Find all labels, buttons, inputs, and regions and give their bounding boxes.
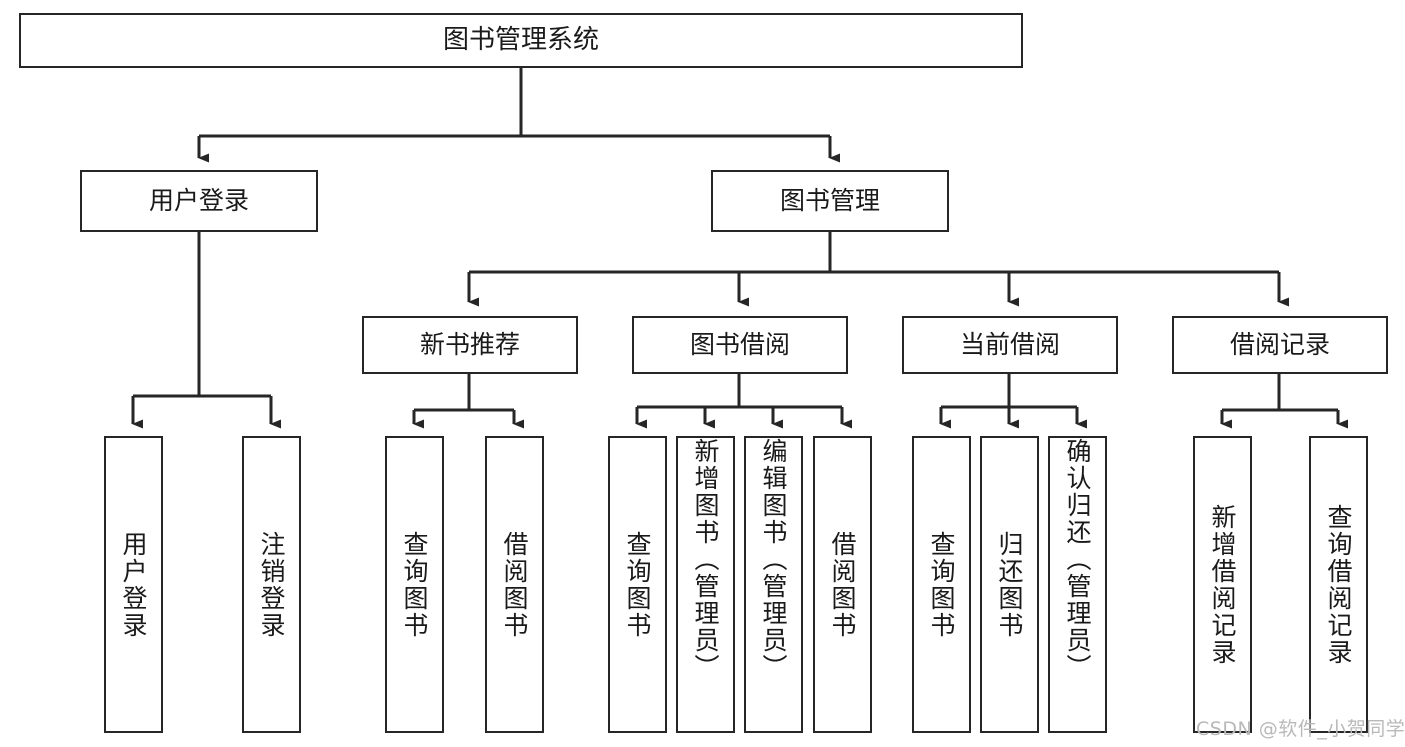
leaf-borrow-book-new[interactable]: 借阅图书 (485, 436, 544, 733)
node-book-borrow[interactable]: 图书借阅 (632, 316, 848, 374)
leaf-query-borrow-record[interactable]: 查询借阅记录 (1309, 436, 1368, 733)
node-current-borrow[interactable]: 当前借阅 (902, 316, 1118, 374)
node-label: 归还图书 (995, 530, 1024, 639)
leaf-return-book[interactable]: 归还图书 (980, 436, 1039, 733)
leaf-confirm-return-admin[interactable]: 确认归还（管理员） (1048, 436, 1107, 733)
leaf-add-book-admin[interactable]: 新增图书（管理员） (676, 436, 735, 733)
node-label: 查询图书 (623, 530, 652, 639)
node-label: 图书借阅 (689, 329, 790, 359)
node-label: 注销登录 (257, 530, 286, 639)
node-label: 查询图书 (400, 530, 429, 639)
leaf-logout[interactable]: 注销登录 (242, 436, 301, 733)
node-label: 用户登录 (119, 530, 148, 639)
leaf-user-login[interactable]: 用户登录 (104, 436, 163, 733)
node-new-book-recommend[interactable]: 新书推荐 (362, 316, 578, 374)
node-label: 新增图书（管理员） (691, 438, 720, 681)
node-user-login[interactable]: 用户登录 (80, 170, 318, 232)
node-label: 当前借阅 (959, 329, 1060, 359)
leaf-query-book-current[interactable]: 查询图书 (912, 436, 971, 733)
node-label: 借阅记录 (1229, 329, 1330, 359)
leaf-add-borrow-record[interactable]: 新增借阅记录 (1193, 436, 1252, 733)
leaf-query-book-new[interactable]: 查询图书 (385, 436, 444, 733)
node-label: 编辑图书（管理员） (759, 438, 788, 681)
leaf-borrow-book[interactable]: 借阅图书 (813, 436, 872, 733)
node-borrow-record[interactable]: 借阅记录 (1172, 316, 1388, 374)
node-label: 借阅图书 (828, 530, 857, 639)
node-label: 图书管理系统 (442, 24, 599, 55)
node-label: 新增借阅记录 (1208, 503, 1237, 666)
node-book-management[interactable]: 图书管理 (711, 170, 949, 232)
node-label: 借阅图书 (500, 530, 529, 639)
node-label: 查询图书 (927, 530, 956, 639)
node-label: 确认归还（管理员） (1063, 438, 1092, 681)
node-root-book-management-system[interactable]: 图书管理系统 (19, 13, 1023, 68)
node-label: 用户登录 (148, 185, 249, 215)
leaf-edit-book-admin[interactable]: 编辑图书（管理员） (744, 436, 803, 733)
node-label: 查询借阅记录 (1324, 503, 1353, 666)
node-label: 新书推荐 (419, 329, 520, 359)
node-label: 图书管理 (779, 185, 880, 215)
leaf-query-book-borrow[interactable]: 查询图书 (608, 436, 667, 733)
